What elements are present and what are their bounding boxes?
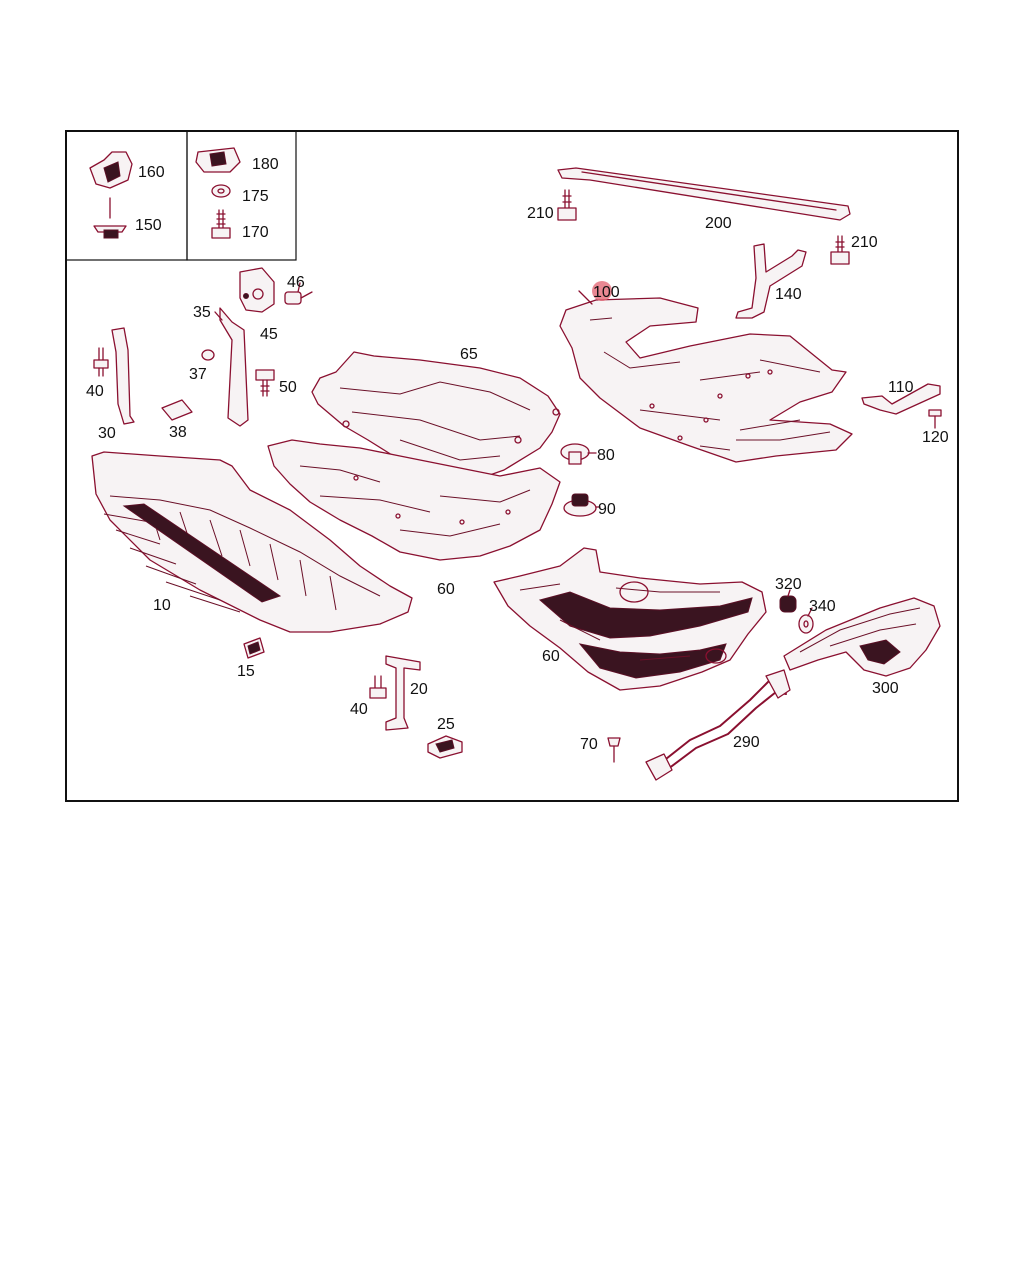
callout-120: 120 bbox=[922, 429, 949, 446]
callout-90: 90 bbox=[598, 501, 616, 518]
callout-180: 180 bbox=[252, 156, 279, 173]
part-80-grommet[interactable] bbox=[560, 443, 590, 465]
callout-40-lower: 40 bbox=[350, 701, 368, 718]
part-60-underbody-tray[interactable] bbox=[493, 547, 767, 691]
callout-210-right: 210 bbox=[851, 234, 878, 251]
callout-210-left: 210 bbox=[527, 205, 554, 222]
callout-70: 70 bbox=[580, 736, 598, 753]
callout-160: 160 bbox=[138, 164, 165, 181]
part-210-bolt-left[interactable] bbox=[557, 189, 577, 221]
callout-38: 38 bbox=[169, 424, 187, 441]
part-200-strut[interactable] bbox=[557, 167, 851, 221]
callout-46: 46 bbox=[287, 274, 305, 291]
part-40-bolt-upper[interactable] bbox=[93, 347, 109, 377]
callout-140: 140 bbox=[775, 286, 802, 303]
part-175-washer[interactable] bbox=[211, 184, 231, 198]
part-160-clip[interactable] bbox=[89, 151, 133, 189]
callout-80: 80 bbox=[597, 447, 615, 464]
part-38-clip[interactable] bbox=[161, 399, 193, 421]
part-170-bolt[interactable] bbox=[211, 209, 231, 239]
part-35-brace[interactable] bbox=[219, 307, 249, 427]
part-290-hose[interactable] bbox=[645, 669, 791, 781]
callout-20: 20 bbox=[410, 681, 428, 698]
callout-320: 320 bbox=[775, 576, 802, 593]
callout-110: 110 bbox=[888, 379, 914, 396]
leader-lines bbox=[214, 282, 813, 617]
part-46-pin[interactable] bbox=[284, 291, 313, 305]
part-20-bracket[interactable] bbox=[385, 655, 421, 731]
part-180-nut[interactable] bbox=[195, 147, 241, 173]
callout-340: 340 bbox=[809, 598, 836, 615]
part-320-nut[interactable] bbox=[779, 595, 797, 613]
part-50-bolt[interactable] bbox=[255, 369, 275, 397]
callout-30: 30 bbox=[98, 425, 116, 442]
part-25-clip[interactable] bbox=[427, 735, 463, 759]
callout-200: 200 bbox=[705, 215, 732, 232]
part-30-brace[interactable] bbox=[111, 327, 135, 425]
part-90-spacer[interactable] bbox=[563, 493, 597, 517]
part-120-screw[interactable] bbox=[928, 409, 942, 429]
part-110-bracket[interactable] bbox=[861, 383, 941, 415]
part-210-bolt-right[interactable] bbox=[830, 235, 850, 265]
part-70-pin[interactable] bbox=[607, 737, 621, 763]
callout-15: 15 bbox=[237, 663, 255, 680]
callout-50: 50 bbox=[279, 379, 297, 396]
part-60-splash-shield[interactable] bbox=[267, 439, 561, 561]
callout-25: 25 bbox=[437, 716, 455, 733]
callout-37: 37 bbox=[189, 366, 207, 383]
part-45-bracket[interactable] bbox=[239, 267, 275, 313]
part-10-front-cover[interactable] bbox=[91, 451, 413, 633]
callout-170: 170 bbox=[242, 224, 269, 241]
highlight-marker-100 bbox=[592, 281, 612, 301]
callout-300: 300 bbox=[872, 680, 899, 697]
callout-10: 10 bbox=[153, 597, 171, 614]
hardware-inset-left bbox=[65, 130, 188, 261]
part-150-rivet[interactable] bbox=[93, 197, 127, 239]
part-100-underbody-panel[interactable] bbox=[559, 297, 853, 463]
part-340-washer[interactable] bbox=[798, 614, 814, 634]
part-300-air-duct[interactable] bbox=[783, 597, 941, 677]
part-37-nut[interactable] bbox=[201, 349, 215, 361]
callout-175: 175 bbox=[242, 188, 269, 205]
part-140-bracket[interactable] bbox=[735, 243, 807, 319]
callout-35: 35 bbox=[193, 304, 211, 321]
callout-60-lower: 60 bbox=[542, 648, 560, 665]
callout-60-upper: 60 bbox=[437, 581, 455, 598]
callout-290: 290 bbox=[733, 734, 760, 751]
callout-45: 45 bbox=[260, 326, 278, 343]
callout-40-upper: 40 bbox=[86, 383, 104, 400]
part-40-bolt-lower[interactable] bbox=[369, 675, 387, 699]
diagram-frame bbox=[65, 130, 959, 802]
callout-100: 100 bbox=[593, 284, 620, 301]
callout-65: 65 bbox=[460, 346, 478, 363]
callout-150: 150 bbox=[135, 217, 162, 234]
hardware-inset-right bbox=[186, 130, 297, 261]
part-15-clip[interactable] bbox=[243, 637, 265, 659]
